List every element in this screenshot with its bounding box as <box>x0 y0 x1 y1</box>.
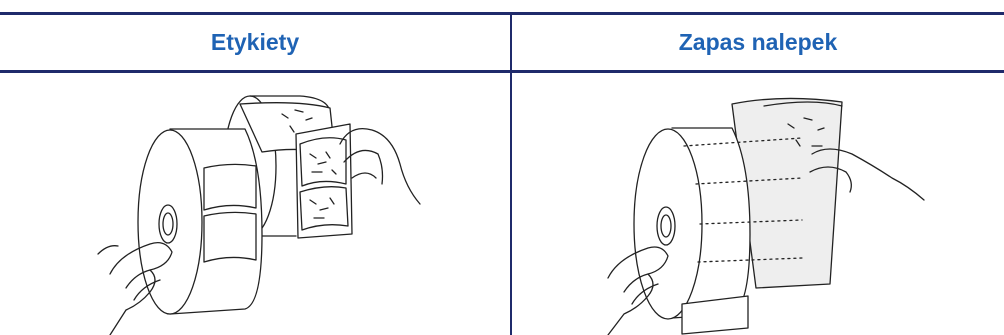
column-header-tag-stock: Zapas nalepek <box>512 14 1004 70</box>
table-header-rule <box>0 70 1004 73</box>
tag-stock-roll-illustration <box>512 74 1004 335</box>
column-header-labels: Etykiety <box>0 14 510 70</box>
label-roll-illustration <box>0 74 510 335</box>
